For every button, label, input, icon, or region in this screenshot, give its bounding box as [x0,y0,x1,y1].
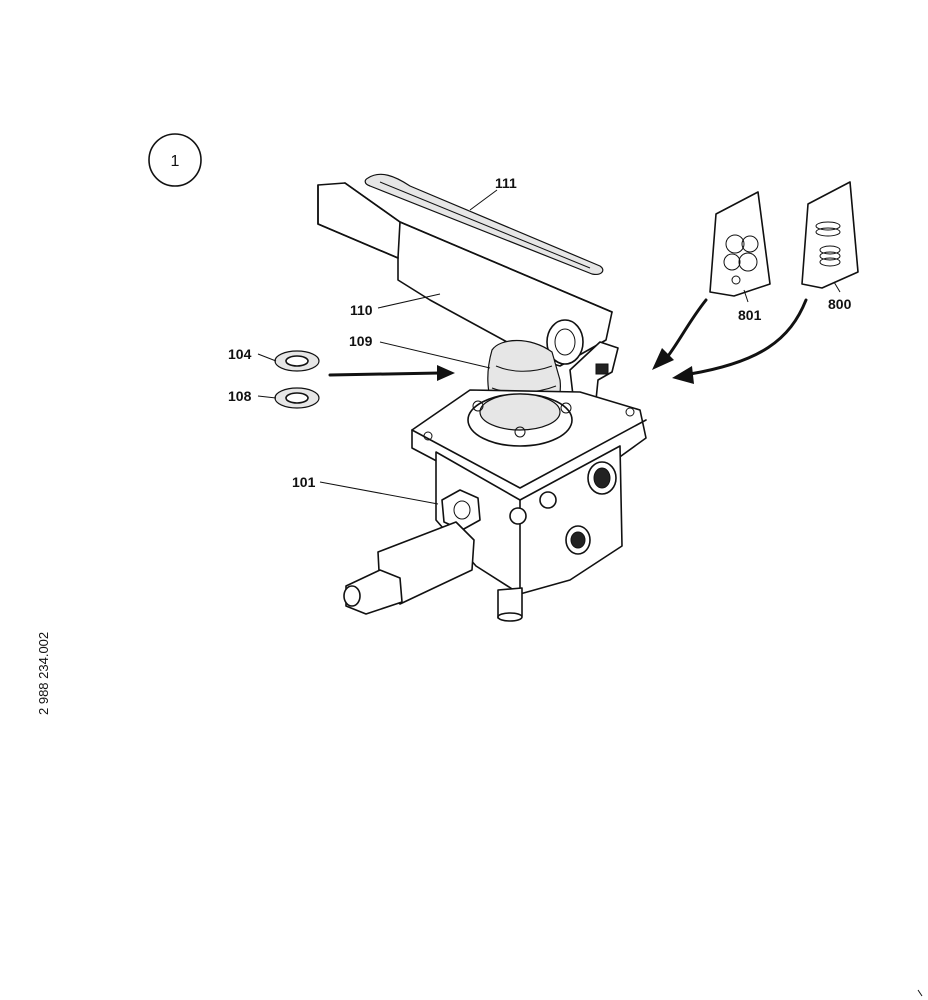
pedal-part [317,182,613,367]
spring-kit-800-part [672,181,859,384]
washer-104-part [274,350,320,372]
callout-800: 800 [828,296,852,312]
callout-110: 110 [350,302,373,318]
callout-801: 801 [738,307,762,323]
spring-coils-icon [815,221,841,267]
corner-mark [917,989,923,997]
valve-body-part [343,389,647,622]
figure-number: 1 [171,153,180,170]
leader-lines [257,189,841,505]
pedal-cover-part [364,173,604,275]
callout-109: 109 [349,333,373,349]
assembly-arrow-washers [328,365,455,381]
callout-104: 104 [228,346,252,362]
seal-kit-801-part [652,191,771,370]
washer-108-part [274,387,320,409]
callout-111: 111 [495,175,517,191]
callout-108: 108 [228,388,252,404]
figure-number-circle [148,133,202,187]
figure-number-badge: 1 [148,133,202,187]
drawing-id: 2 988 234.002 [36,632,51,715]
callout-101: 101 [292,474,316,490]
